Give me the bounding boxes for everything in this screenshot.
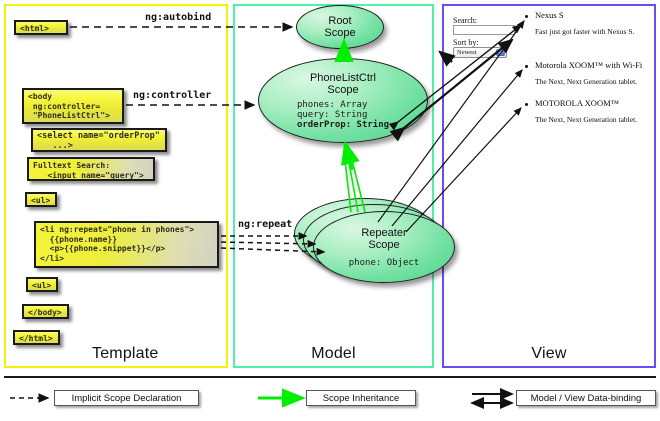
connector-label-autobind: ng:autobind [145,12,212,23]
legend-item-scope-inheritance: Scope Inheritance [306,390,416,406]
code-box-ul-open: <ul> [25,192,57,207]
legend: Implicit Scope Declaration Scope Inherit… [0,374,660,421]
scope-repeater-title-line1: Repeater [361,226,407,239]
scope-root: Root Scope [296,5,384,49]
code-box-search-input: Fulltext Search: <input name="query"> [27,157,155,181]
code-box-ul-close: <ul> [26,277,58,292]
view-search-label: Search: [453,16,477,25]
code-box-body-close: </body> [22,304,69,319]
chevron-updown-icon: ▲▼ [496,48,505,57]
view-phone-name-0: Nexus S [535,10,564,20]
connector-label-controller: ng:controller [133,90,212,101]
legend-item-model-view-data-binding: Model / View Data-binding [516,390,656,406]
column-label-template: Template [92,345,159,362]
scope-phonelistctrl-title-line1: PhoneListCtrl [309,71,377,84]
view-phone-snippet-0: Fast just got faster with Nexus S. [535,27,635,36]
scope-prop-phone: phone: Object [348,257,420,268]
scope-prop-orderprop: orderProp: String [296,119,390,130]
code-box-li-repeat: <li ng:repeat="phone in phones"> {{phone… [34,221,219,268]
column-label-view: View [531,345,567,362]
view-phone-snippet-1: The Next, Next Generation tablet. [535,77,638,86]
legend-divider [4,376,656,378]
scope-repeater-props: phone: Object [349,258,419,268]
code-box-html-close: </html> [13,330,60,345]
scope-repeater-title-line2: Scope [368,239,400,251]
view-sort-label: Sort by: [453,38,479,47]
column-view: View [442,4,656,368]
scope-prop-query: query: String [296,109,368,120]
view-sort-select[interactable]: Newest ▲▼ [453,47,507,58]
scope-phonelistctrl-props: phones: Array query: String orderProp: S… [297,100,389,130]
legend-item-implicit-scope-declaration: Implicit Scope Declaration [54,390,199,406]
view-search-input[interactable] [453,25,515,35]
column-label-model: Model [311,345,356,362]
code-box-html-open: <html> [14,20,68,35]
code-box-select-tag: <select name="orderProp" ...> [31,128,167,152]
list-bullet [525,103,528,106]
view-sort-selected-value: Newest [457,49,477,56]
scope-phonelistctrl-title-line2: Scope [327,84,359,96]
scope-phonelistctrl: PhoneListCtrl Scope phones: Array query:… [258,58,428,143]
legend-glyphs [10,388,514,409]
scope-repeater: Repeater Scope phone: Object [313,211,455,283]
scope-root-title-line2: Scope [324,27,356,39]
code-box-body-open: <body ng:controller= "PhoneListCtrl"> [22,88,124,124]
list-bullet [525,15,528,18]
connector-label-repeat: ng:repeat [238,219,293,230]
scope-root-title-line1: Root [328,14,352,27]
view-phone-name-1: Motorola XOOM™ with Wi-Fi [535,60,643,70]
scope-prop-phones: phones: Array [296,99,368,110]
view-phone-snippet-2: The Next, Next Generation tablet. [535,115,638,124]
view-phone-name-2: MOTOROLA XOOM™ [535,98,619,108]
list-bullet [525,65,528,68]
